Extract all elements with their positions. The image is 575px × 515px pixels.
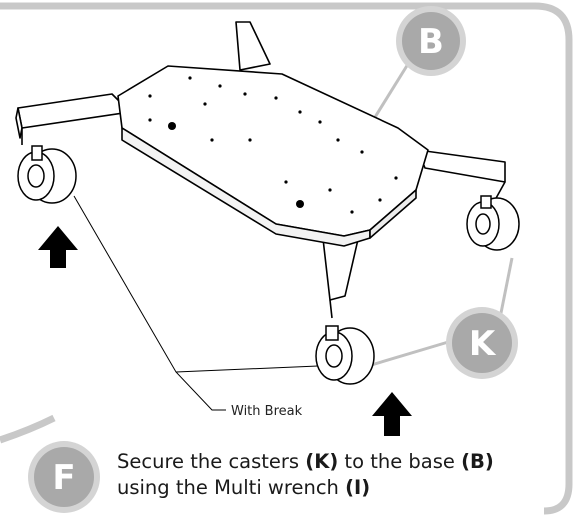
caster-leader-line-front — [367, 338, 456, 368]
with-break-label: With Break — [231, 404, 303, 419]
instruction-text-2a: using the Multi wrench — [117, 476, 346, 499]
badge-step: F — [28, 441, 100, 513]
cart-base — [15, 21, 506, 319]
instruction-line-2: using the Multi wrench (I) — [117, 475, 572, 501]
badge-casters: K — [446, 307, 518, 379]
svg-text:K: K — [469, 324, 497, 364]
caster-right — [466, 195, 520, 251]
base-reference: (B) — [461, 450, 494, 473]
instruction-text-1b: to the base — [338, 450, 462, 473]
panel-frame-corner — [0, 414, 56, 444]
instruction-text-1a: Secure the casters — [117, 450, 306, 473]
wrench-reference: (I) — [345, 476, 371, 499]
badge-base: B — [396, 6, 466, 76]
caster-leader-line-right — [498, 257, 514, 319]
instruction-line-1: Secure the casters (K) to the base (B) — [117, 449, 572, 475]
plate-holes — [148, 76, 398, 214]
instruction-text: Secure the casters (K) to the base (B) u… — [117, 449, 572, 501]
svg-text:F: F — [52, 458, 75, 498]
up-arrow-left — [38, 226, 78, 268]
up-arrow-right — [372, 392, 412, 436]
svg-text:B: B — [418, 22, 444, 62]
caster-left — [17, 145, 77, 204]
caster-front — [315, 325, 375, 385]
casters-reference: (K) — [305, 450, 339, 473]
base-leader-line — [370, 63, 410, 123]
with-break-callout-lines — [73, 195, 319, 411]
